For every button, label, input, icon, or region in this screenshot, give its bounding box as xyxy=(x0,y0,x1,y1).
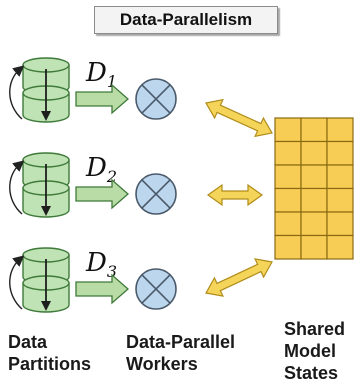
circled-x-icon xyxy=(135,268,177,310)
data-partitions-label: Data Partitions xyxy=(8,331,91,375)
model-state-cell xyxy=(300,211,328,237)
database-cylinder-icon xyxy=(9,57,70,123)
model-state-cell xyxy=(274,140,302,166)
model-state-cell xyxy=(300,140,328,166)
model-state-cell xyxy=(274,164,302,190)
circled-x-icon xyxy=(135,173,177,215)
right-arrow-icon xyxy=(75,273,129,305)
data-partitions-line-1: Data xyxy=(8,332,48,352)
loop-arrow-icon xyxy=(9,255,25,310)
model-states-line-3: States xyxy=(284,363,339,383)
model-states-label: Shared Model States xyxy=(284,318,345,384)
workers-line-1: Data-Parallel xyxy=(126,332,236,352)
double-arrow-icon xyxy=(205,258,273,297)
workers-line-2: Workers xyxy=(126,354,198,374)
model-state-cell xyxy=(300,164,328,190)
model-state-cell xyxy=(274,187,302,213)
partition-label-1: D1 xyxy=(85,58,117,91)
model-state-cell xyxy=(300,234,328,260)
partition-row-3: D3 xyxy=(9,247,273,313)
model-state-cell xyxy=(274,211,302,237)
partition-label-3: D3 xyxy=(85,248,117,281)
model-state-cell xyxy=(274,234,302,260)
model-state-cell xyxy=(274,117,302,143)
data-partitions-line-2: Partitions xyxy=(8,354,92,374)
model-state-cell xyxy=(326,164,354,190)
partition-row-2: D2 xyxy=(9,152,264,218)
database-cylinder-icon xyxy=(9,152,70,218)
model-state-cell xyxy=(326,234,354,260)
loop-arrow-icon xyxy=(9,160,25,215)
model-state-cell xyxy=(300,187,328,213)
right-arrow-icon xyxy=(75,83,129,115)
double-arrow-icon xyxy=(206,183,264,207)
partition-label-2: D2 xyxy=(85,153,117,186)
shared-model-states-grid xyxy=(274,117,354,260)
model-states-line-2: Model xyxy=(284,341,336,361)
database-cylinder-icon xyxy=(9,247,70,313)
workers-label: Data-Parallel Workers xyxy=(126,331,235,375)
model-state-cell xyxy=(326,187,354,213)
loop-arrow-icon xyxy=(9,65,25,120)
partition-row-1: D1 xyxy=(9,57,273,138)
model-states-line-1: Shared xyxy=(284,319,346,339)
model-state-cell xyxy=(326,211,354,237)
double-arrow-icon xyxy=(205,98,273,138)
model-state-cell xyxy=(326,140,354,166)
right-arrow-icon xyxy=(75,178,129,210)
diagram-title: Data-Parallelism xyxy=(94,6,278,34)
model-state-cell xyxy=(326,117,354,143)
model-state-cell xyxy=(300,117,328,143)
circled-x-icon xyxy=(135,78,177,120)
